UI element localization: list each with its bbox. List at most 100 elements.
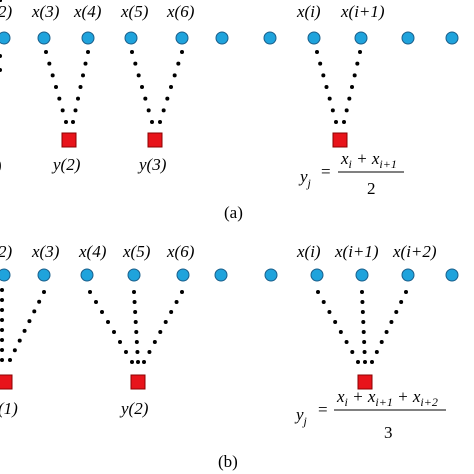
connector-dot <box>338 330 343 334</box>
connector-dot <box>106 320 110 324</box>
connector-dot <box>180 290 184 294</box>
connector-dot <box>132 300 137 304</box>
panel-a-output-labels: ) y(2) y(3) <box>0 155 167 174</box>
connector-dot <box>347 96 352 101</box>
connector-dot <box>161 108 166 113</box>
connector-dot <box>0 358 4 362</box>
panel-a-input-nodes <box>0 31 459 45</box>
connector-dot <box>0 288 4 292</box>
output-square-yj-b <box>357 374 373 390</box>
formula-a: yj = xi + xi+1 2 <box>298 149 404 198</box>
connector-dot <box>132 290 136 294</box>
formula-a-numerator: xi + xi+1 <box>340 149 397 171</box>
label-xi-b: x(i) <box>296 242 321 261</box>
formula-b-lhs: yj <box>294 405 308 428</box>
connector-dot <box>334 120 338 124</box>
connector-dot <box>134 340 139 344</box>
connector-dot <box>140 85 144 89</box>
connector-dot <box>0 68 2 72</box>
panel-b-connectors <box>0 0 408 364</box>
connector-dot <box>0 338 4 342</box>
connector-dot <box>54 85 58 89</box>
label-xi: x(i) <box>296 2 321 21</box>
output-label-fragment: ) <box>0 155 2 174</box>
output-square-y3 <box>147 132 163 148</box>
input-node <box>80 268 94 282</box>
connector-dot <box>150 120 154 124</box>
connector-dot <box>83 61 88 66</box>
connector-dot <box>342 120 346 124</box>
connector-dot <box>94 300 98 304</box>
connector-dot <box>73 108 78 113</box>
label-xi1: x(i+1) <box>340 2 385 21</box>
connector-dot <box>142 360 146 364</box>
connector-dot <box>327 96 332 101</box>
input-node <box>37 31 51 45</box>
input-node <box>445 268 459 282</box>
connector-dot <box>370 360 374 364</box>
connector-dot <box>165 96 170 101</box>
connector-dot <box>71 120 75 124</box>
output-square-y1-b <box>0 374 13 390</box>
input-node <box>176 268 190 282</box>
connector-dot <box>88 290 92 294</box>
label-x4: x(4) <box>73 2 102 21</box>
formula-b-denominator: 3 <box>384 423 393 442</box>
output-square-y2-b <box>130 374 146 390</box>
connector-dot <box>133 61 138 66</box>
connector-dot <box>64 120 68 124</box>
input-node <box>127 268 141 282</box>
connector-dot <box>321 73 326 78</box>
connector-dot <box>135 350 140 354</box>
connector-dot <box>78 85 83 89</box>
connector-dot <box>360 310 365 314</box>
connector-dot <box>57 96 62 101</box>
label-x5-b: x(5) <box>122 242 151 261</box>
input-node <box>264 268 278 282</box>
connector-dot <box>27 319 32 324</box>
connector-dot <box>394 310 399 314</box>
connector-dot <box>100 310 104 314</box>
connector-dot <box>350 85 354 89</box>
connector-dot <box>143 96 148 101</box>
connector-dot <box>333 320 338 324</box>
panel-b-top-labels: 2) x(3) x(4) x(5) x(6) x(i) x(i+1) x(i+2… <box>0 242 437 261</box>
output-label-y2: y(2) <box>51 155 81 174</box>
input-node <box>445 31 459 45</box>
connector-dot <box>86 50 90 54</box>
connector-dot <box>124 350 128 354</box>
connector-dot <box>146 108 151 113</box>
formula-b: yj = xi + xi+1 + xi+2 3 <box>294 387 446 442</box>
connector-dot <box>174 300 179 304</box>
label-x4-b: x(4) <box>78 242 107 261</box>
connector-dot <box>0 298 4 302</box>
label-x6-b: x(6) <box>166 242 195 261</box>
connector-dot <box>130 360 134 364</box>
connector-dot <box>0 348 4 352</box>
input-node <box>354 31 368 45</box>
connector-dot <box>399 300 404 304</box>
input-node <box>263 31 277 45</box>
connector-dot <box>360 290 364 294</box>
panel-b-input-nodes <box>0 268 459 282</box>
panel-a-top-labels: 2) x(3) x(4) x(5) x(6) x(i) x(i+1) <box>0 2 385 21</box>
connector-dot <box>389 320 394 324</box>
panel-b-output-labels: (1) y(2) <box>0 399 149 418</box>
connector-dot <box>163 320 168 324</box>
input-node <box>215 31 229 45</box>
label-x3-b: x(3) <box>31 242 60 261</box>
connector-dot <box>60 108 65 113</box>
connector-dot <box>180 50 184 54</box>
connector-dot <box>352 73 357 78</box>
connector-dot <box>22 328 27 333</box>
connector-dot <box>350 350 355 354</box>
connector-dot <box>152 340 157 344</box>
connector-dot <box>12 348 17 353</box>
connector-dot <box>360 300 365 304</box>
connector-dot <box>0 308 4 312</box>
connector-dot <box>362 340 367 344</box>
connector-dot <box>384 330 389 334</box>
connector-dot <box>362 350 367 354</box>
connector-dot <box>158 120 162 124</box>
